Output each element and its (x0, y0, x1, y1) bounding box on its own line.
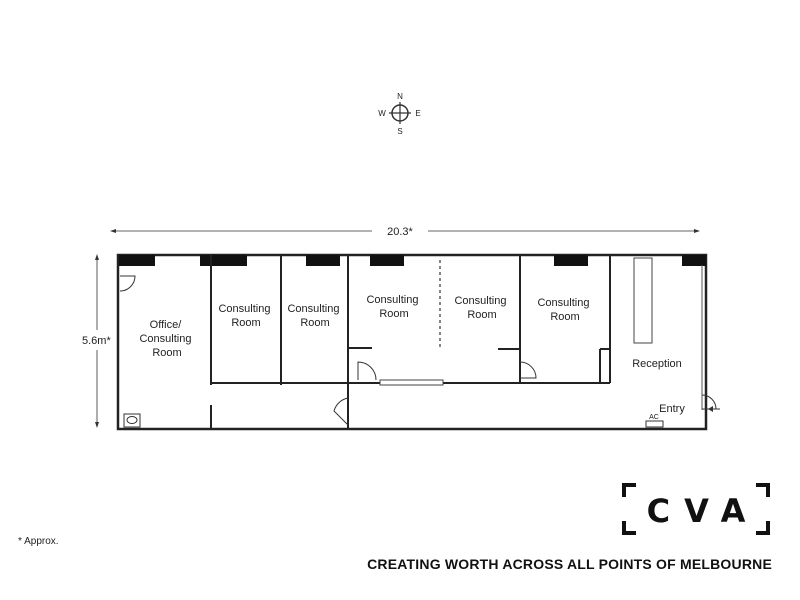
room-consulting-2: Consulting Room (287, 303, 342, 329)
compass-s: S (397, 127, 402, 136)
compass-n: N (397, 92, 403, 101)
approx-footnote: * Approx. (18, 536, 59, 547)
cva-logo: CVA (622, 483, 770, 535)
outer-walls (116, 253, 708, 431)
room-office: Office/ Consulting Room (139, 319, 194, 359)
compass-w: W (378, 109, 386, 118)
toilet-icon (123, 413, 141, 428)
height-dimension: 5.6m* (82, 254, 111, 428)
width-label: 20.3* (387, 226, 413, 238)
interior-walls (210, 255, 611, 429)
reception-counter (633, 257, 653, 344)
width-dimension: 20.3* (110, 226, 700, 238)
room-consulting-3: Consulting Room (366, 294, 421, 320)
ac-label: AC (649, 414, 659, 421)
compass-icon: N S E W (378, 92, 420, 136)
logo-mark: CVA (646, 492, 760, 530)
room-consulting-5: Consulting Room (537, 297, 592, 323)
room-consulting-1: Consulting Room (218, 303, 273, 329)
tagline: CREATING WORTH ACROSS ALL POINTS OF MELB… (367, 556, 772, 572)
height-label: 5.6m* (82, 335, 111, 347)
room-consulting-4: Consulting Room (454, 295, 509, 321)
entry-arrow-icon (708, 406, 720, 412)
sliding-door (379, 379, 444, 386)
ac-unit (645, 420, 664, 428)
compass-e: E (415, 109, 420, 118)
room-reception: Reception (632, 358, 682, 370)
entry-label: Entry (659, 403, 685, 415)
